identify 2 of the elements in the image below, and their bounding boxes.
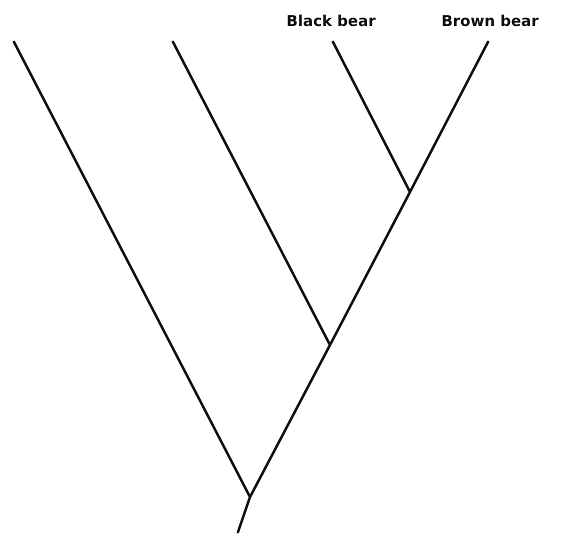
- species-label: Brown bear: [441, 12, 539, 30]
- species-label: Black bear: [286, 12, 376, 30]
